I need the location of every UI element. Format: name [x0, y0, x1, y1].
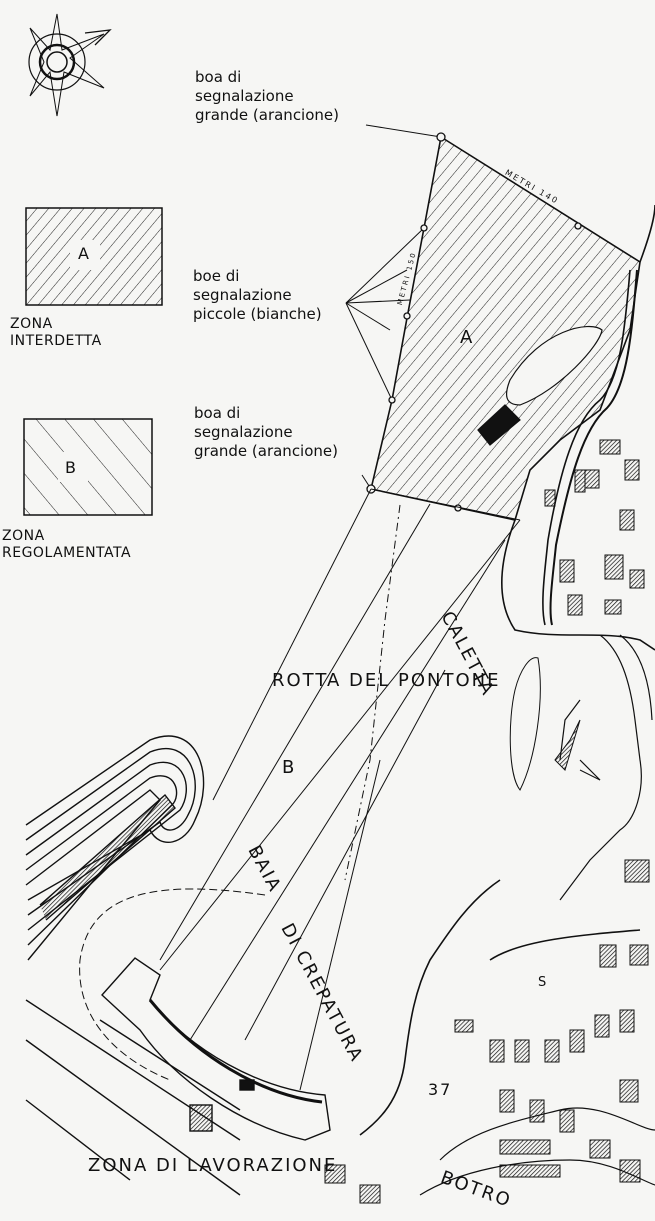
- legend-text-line: boa di: [195, 68, 242, 86]
- zone-label-line: INTERDETTA: [10, 333, 102, 349]
- legend-text-line: grande (arancione): [195, 106, 339, 124]
- zone-a-letter: A: [460, 327, 475, 348]
- legend-text-line: boa di: [194, 404, 241, 422]
- legend-text-line: segnalazione: [194, 423, 293, 441]
- legend-zone-b-label: ZONA REGOLAMENTATA: [2, 528, 131, 562]
- coastline: [359, 204, 655, 1136]
- legend-buoy-small: boe di segnalazione piccole (bianche): [193, 267, 322, 324]
- compass-rose-icon: [28, 13, 112, 117]
- legend-zone-a-letter: A: [78, 244, 91, 263]
- harbour-quay: [25, 957, 331, 1196]
- work-zone-label: ZONA DI LAVORAZIONE: [88, 1155, 338, 1176]
- zone-label-line: ZONA: [2, 528, 45, 544]
- zone-label-line: ZONA: [10, 316, 53, 332]
- legend-box-a: [25, 207, 163, 306]
- legend-text-line: piccole (bianche): [193, 305, 322, 323]
- zone-b-lines: [79, 488, 521, 1091]
- roads: [419, 634, 655, 1196]
- legend-buoy-large-bottom: boa di segnalazione grande (arancione): [194, 404, 338, 461]
- legend-text-line: grande (arancione): [194, 442, 338, 460]
- legend-zone-a-label: ZONA INTERDETTA: [10, 316, 102, 350]
- legend-text-line: segnalazione: [195, 87, 294, 105]
- legend-buoy-large-top: boa di segnalazione grande (arancione): [195, 68, 339, 125]
- rocky-reef: [509, 657, 601, 791]
- legend-box-b: [23, 418, 153, 516]
- legend-text-line: boe di: [193, 267, 240, 285]
- road-number: 37: [428, 1080, 453, 1099]
- breakwater: [25, 735, 205, 961]
- zone-b-letter: B: [282, 757, 297, 778]
- legend-zone-b-letter: B: [65, 458, 78, 477]
- zone-label-line: REGOLAMENTATA: [2, 545, 132, 561]
- boat: [477, 325, 603, 446]
- legend-text-line: segnalazione: [193, 286, 292, 304]
- road-letter: S: [538, 975, 549, 990]
- buildings: [324, 439, 650, 1204]
- pontoon-route-label: ROTTA DEL PONTONE: [272, 670, 501, 691]
